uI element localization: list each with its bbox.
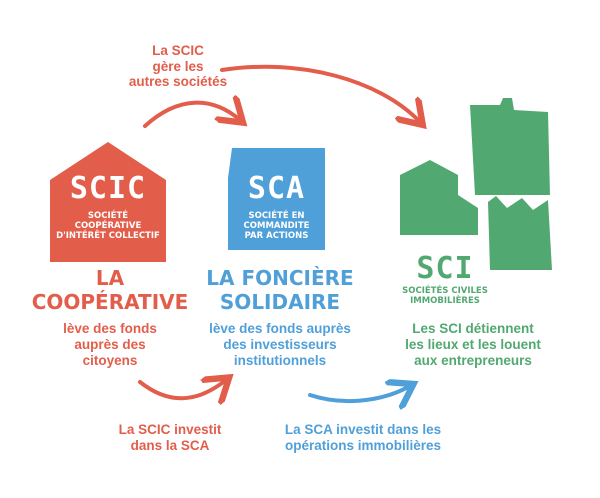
sca-description-line: lève des fonds auprès [209,321,351,336]
bottom-right-label-line: La SCA investit dans les [284,422,442,437]
scic-description: lève des fonds auprès des citoyens [40,321,180,370]
sca-title-line: SOLIDAIRE [219,290,341,314]
scic-description-line: citoyens [82,353,138,369]
sca-house-shape [228,148,325,250]
sci-full-name-line: SOCIÉTÉS CIVILES [402,286,488,296]
sca-title-line: LA FONCIÈRE [206,266,354,290]
arrow-scic-to-sca-bottom [138,380,226,398]
sci-full-name: SOCIÉTÉS CIVILES IMMOBILIÈRES [385,286,505,307]
sca-description-line: des investisseurs [223,337,337,353]
scic-house-shape [50,142,166,262]
top-arrow-label-line: La SCIC [152,43,204,58]
bottom-right-label-line: opérations immobilières [284,437,442,453]
bottom-left-label: La SCIC investit dans la SCA [100,422,240,453]
scic-full-name: SOCIÉTÉ COOPÉRATIVE D'INTÉRÊT COLLECTIF [50,211,166,241]
bottom-right-label: La SCA investit dans les opérations immo… [268,422,458,453]
sca-description-line: institutionnels [233,353,327,369]
sca-acronym: SCA [247,171,306,206]
bottom-left-label-line: La SCIC investit [118,422,222,437]
scic-title-line: LA [95,266,125,290]
bottom-left-label-line: dans la SCA [130,437,210,453]
arrow-scic-to-sci-top [220,64,420,122]
scic-title-line: COOPÉRATIVE [31,290,189,314]
scic-description-line: lève des fonds [63,321,157,336]
scic-full-name-line: SOCIÉTÉ [87,211,129,221]
sci-full-name-line: IMMOBILIÈRES [410,295,480,306]
sci-small-house-shape [400,160,478,235]
top-arrow-label-line: gère les [152,58,204,74]
sci-description-line: aux entrepreneurs [414,353,532,369]
sca-description: lève des fonds auprès des investisseurs … [200,321,360,370]
sci-description-line: Les SCI détiennent [412,321,534,336]
scic-full-name-line: D'INTÉRÊT COLLECTIF [56,230,160,241]
top-arrow-label: La SCIC gère les autres sociétés [118,43,238,90]
scic-description-line: auprès des [74,337,146,353]
sci-description: Les SCI détiennent les lieux et les loue… [383,321,563,370]
sci-tall-building-shape [470,98,550,195]
top-arrow-label-line: autres sociétés [128,74,228,90]
sci-acronym: SCI [416,251,474,286]
scic-acronym: SCIC [69,171,147,206]
sca-full-name-line: SOCIÉTÉ EN [248,211,305,221]
sca-title: LA FONCIÈRE SOLIDAIRE [200,266,360,314]
arrow-scic-to-sca-top [143,103,240,128]
sci-factory-shape [488,196,552,270]
scic-full-name-line: COOPÉRATIVE [74,220,142,231]
arrow-sca-to-sci-bottom [308,386,410,401]
scic-title: LA COOPÉRATIVE [30,266,190,314]
sca-full-name-line: PAR ACTIONS [244,230,309,241]
sca-full-name: SOCIÉTÉ EN COMMANDITE PAR ACTIONS [228,211,325,241]
sca-full-name-line: COMMANDITE [243,220,310,231]
sci-description-line: les lieux et les louent [405,337,541,353]
